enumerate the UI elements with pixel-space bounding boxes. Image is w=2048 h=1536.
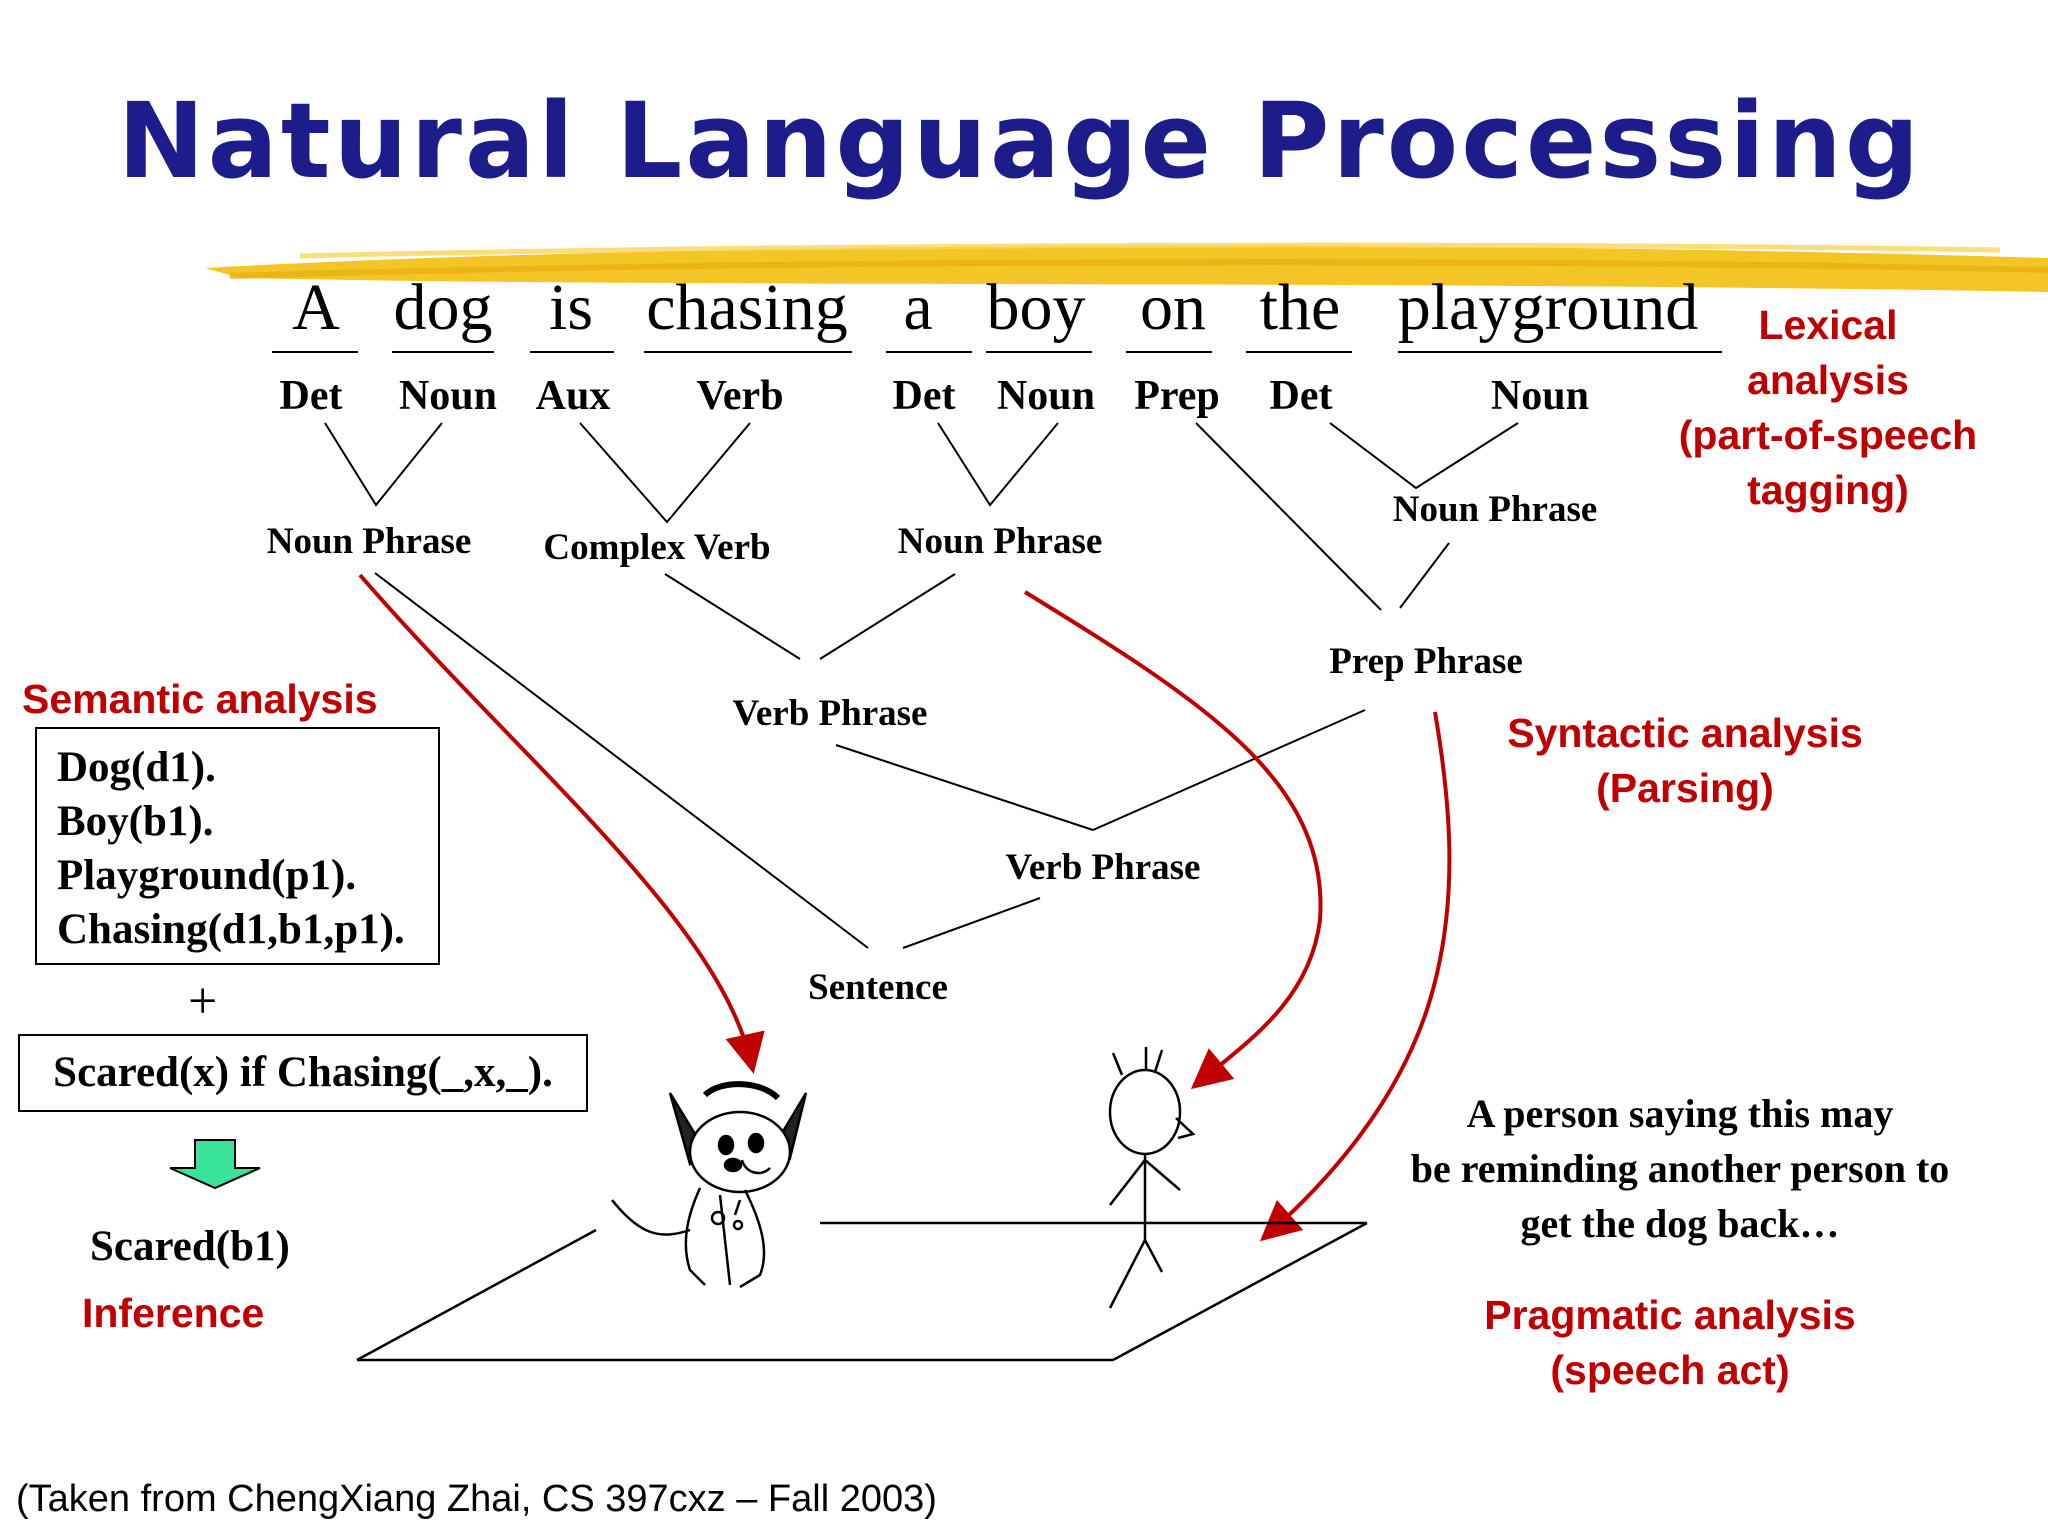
node-prep-phrase: Prep Phrase — [1329, 641, 1523, 682]
page-title: Natural Language Processing — [117, 80, 1923, 202]
label-syntactic-analysis: Syntactic analysis (Parsing) — [1480, 706, 1890, 816]
pos-det: Det — [279, 373, 343, 419]
pragmatic-line-3: get the dog back… — [1520, 1201, 1840, 1246]
node-noun-phrase-3: Noun Phrase — [1392, 489, 1598, 530]
node-verb-phrase-2: Verb Phrase — [1005, 847, 1201, 888]
word-playground: playground — [1397, 271, 1699, 344]
word-a: A — [292, 271, 340, 344]
node-sentence: Sentence — [808, 967, 948, 1008]
rule-box: Scared(x) if Chasing(_,x,_). — [18, 1034, 588, 1112]
pragmatic-text: A person saying this may be reminding an… — [1370, 1086, 1990, 1251]
pos-prep: Prep — [1134, 373, 1220, 419]
fact-dog: Dog(d1). — [57, 744, 216, 791]
word-the: the — [1259, 271, 1341, 344]
node-verb-phrase-1: Verb Phrase — [732, 693, 928, 734]
label-syntactic-line-2: (Parsing) — [1596, 765, 1774, 811]
pragmatic-line-1: A person saying this may — [1466, 1091, 1894, 1136]
word-dog: dog — [393, 271, 493, 344]
pragmatic-line-2: be reminding another person to — [1410, 1146, 1950, 1191]
pos-noun-3: Noun — [1490, 373, 1590, 419]
word-a-2: a — [903, 271, 933, 344]
semantic-facts-box: Dog(d1). Boy(b1). Playground(p1). Chasin… — [35, 727, 440, 965]
label-lexical-line-1: Lexical — [1758, 302, 1898, 348]
label-lexical-line-3: (part-of-speech — [1678, 412, 1978, 458]
playground-plane — [356, 1221, 1368, 1362]
inferred-fact: Scared(b1) — [90, 1223, 290, 1270]
stick-figure-boy — [1108, 1047, 1196, 1309]
dog-drawing — [611, 1081, 808, 1289]
label-lexical-line-2: analysis — [1747, 357, 1909, 403]
node-noun-phrase-1: Noun Phrase — [266, 521, 472, 562]
label-semantic-analysis: Semantic analysis — [22, 676, 378, 722]
pos-verb: Verb — [696, 373, 784, 419]
pos-noun: Noun — [398, 373, 498, 419]
down-arrow-icon — [169, 1139, 261, 1190]
label-syntactic-line-1: Syntactic analysis — [1507, 710, 1863, 756]
pos-noun-2: Noun — [996, 373, 1096, 419]
analysis-arrows — [358, 573, 1452, 1242]
fact-boy: Boy(b1). — [57, 798, 214, 845]
pos-det-3: Det — [1269, 373, 1333, 419]
parse-tree-edges — [324, 422, 1519, 949]
pos-det-2: Det — [892, 373, 956, 419]
pos-aux: Aux — [535, 373, 611, 419]
node-noun-phrase-2: Noun Phrase — [897, 521, 1103, 562]
fact-playground: Playground(p1). — [57, 852, 357, 899]
plus-sign: + — [188, 973, 218, 1030]
label-inference: Inference — [82, 1290, 265, 1336]
word-boy: boy — [986, 271, 1086, 344]
highlight-stroke — [205, 242, 2048, 292]
word-on: on — [1140, 271, 1206, 344]
label-lexical-line-4: tagging) — [1747, 467, 1909, 513]
word-chasing: chasing — [646, 271, 848, 344]
label-lexical-analysis: Lexical analysis (part-of-speech tagging… — [1658, 298, 1998, 518]
fact-chasing: Chasing(d1,b1,p1). — [57, 906, 405, 953]
label-pragmatic-analysis: Pragmatic analysis (speech act) — [1430, 1288, 1910, 1398]
label-pragmatic-line-2: (speech act) — [1550, 1347, 1790, 1393]
node-complex-verb: Complex Verb — [543, 527, 771, 568]
label-pragmatic-line-1: Pragmatic analysis — [1484, 1292, 1856, 1338]
source-credit: (Taken from ChengXiang Zhai, CS 397cxz –… — [16, 1478, 937, 1520]
word-is: is — [548, 271, 594, 344]
